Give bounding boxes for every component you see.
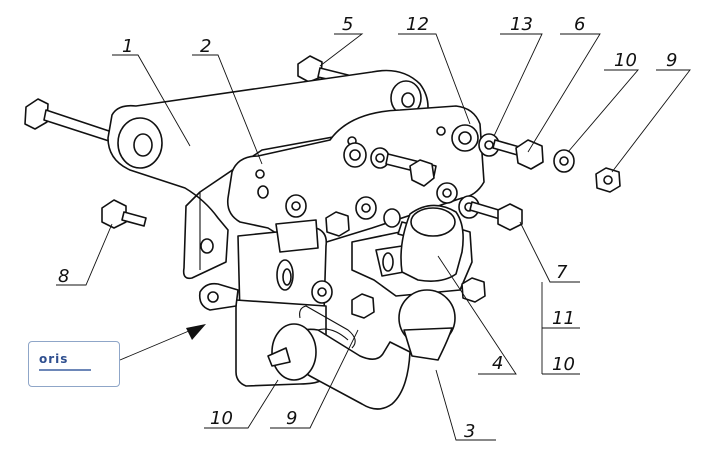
callout-6: 6 — [574, 14, 585, 35]
callout-9-right: 9 — [666, 50, 677, 71]
hardware-middle — [285, 182, 523, 319]
long-bolt — [24, 98, 113, 142]
callout-2: 2 — [200, 36, 211, 57]
hardware-upper — [343, 124, 621, 193]
callout-7: 7 — [556, 262, 568, 283]
brand-logo-underline — [39, 369, 91, 371]
callout-11: 11 — [552, 308, 575, 329]
pointer-arrow — [119, 324, 206, 361]
callout-3: 3 — [464, 421, 475, 442]
callout-5: 5 — [342, 14, 353, 35]
callout-1: 1 — [122, 36, 133, 57]
callout-4: 4 — [492, 353, 503, 374]
leader-lines — [56, 33, 691, 441]
callout-10-right: 10 — [552, 354, 575, 375]
tow-ball-arm-3 — [267, 289, 456, 410]
callout-12: 12 — [406, 14, 429, 35]
bolt-8 — [101, 199, 147, 229]
callout-8: 8 — [58, 266, 69, 287]
callout-13: 13 — [510, 14, 533, 35]
bracket-plate-1 — [107, 69, 429, 280]
callout-10-top: 10 — [614, 50, 637, 71]
brand-logo: oris — [39, 352, 69, 366]
brand-logo-box: oris — [28, 341, 120, 387]
callout-9-bottom: 9 — [286, 408, 297, 429]
tow-ball-housing-4 — [400, 204, 464, 282]
callout-10-bottom: 10 — [210, 408, 233, 429]
callout-labels: 1 2 3 4 5 6 7 8 9 9 10 10 10 11 12 13 — [58, 14, 677, 442]
